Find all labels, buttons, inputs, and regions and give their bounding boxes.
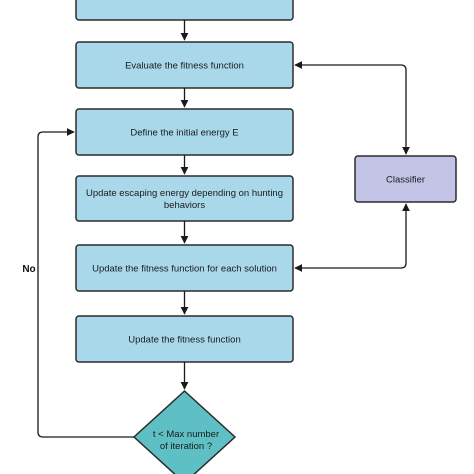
no-loop-connector — [37, 128, 134, 438]
update-escaping-label-line2: behaviors — [164, 200, 205, 211]
decision-label-line1: t < Max number — [153, 429, 219, 440]
update-each-solution-node: Update the fitness function for each sol… — [75, 244, 294, 292]
define-energy-node: Define the initial energy E — [75, 108, 294, 156]
define-energy-label: Define the initial energy E — [130, 128, 238, 139]
update-fitness-node: Update the fitness function — [75, 315, 294, 363]
decision-diamond — [132, 389, 237, 474]
classifier-box — [354, 155, 457, 203]
classifier-node: Classifier — [354, 155, 457, 203]
update-escaping-node: Update escaping energy depending on hunt… — [75, 175, 294, 222]
top-process-box — [75, 0, 294, 21]
classifier-label: Classifier — [386, 175, 425, 186]
evaluate-fitness-label: Evaluate the fitness function — [125, 61, 244, 72]
no-edge-label: No — [22, 264, 35, 275]
classifier-update-each-connector — [294, 203, 410, 272]
update-fitness-label: Update the fitness function — [128, 335, 241, 346]
evaluate-classifier-connector — [294, 61, 410, 155]
evaluate-fitness-node: Evaluate the fitness function — [75, 41, 294, 89]
update-each-solution-label: Update the fitness function for each sol… — [92, 264, 277, 275]
update-escaping-label-line1: Update escaping energy depending on hunt… — [86, 188, 283, 199]
decision-label-line2: of iteration ? — [160, 441, 212, 452]
decision-node: t < Max number of iteration ? — [132, 389, 237, 474]
